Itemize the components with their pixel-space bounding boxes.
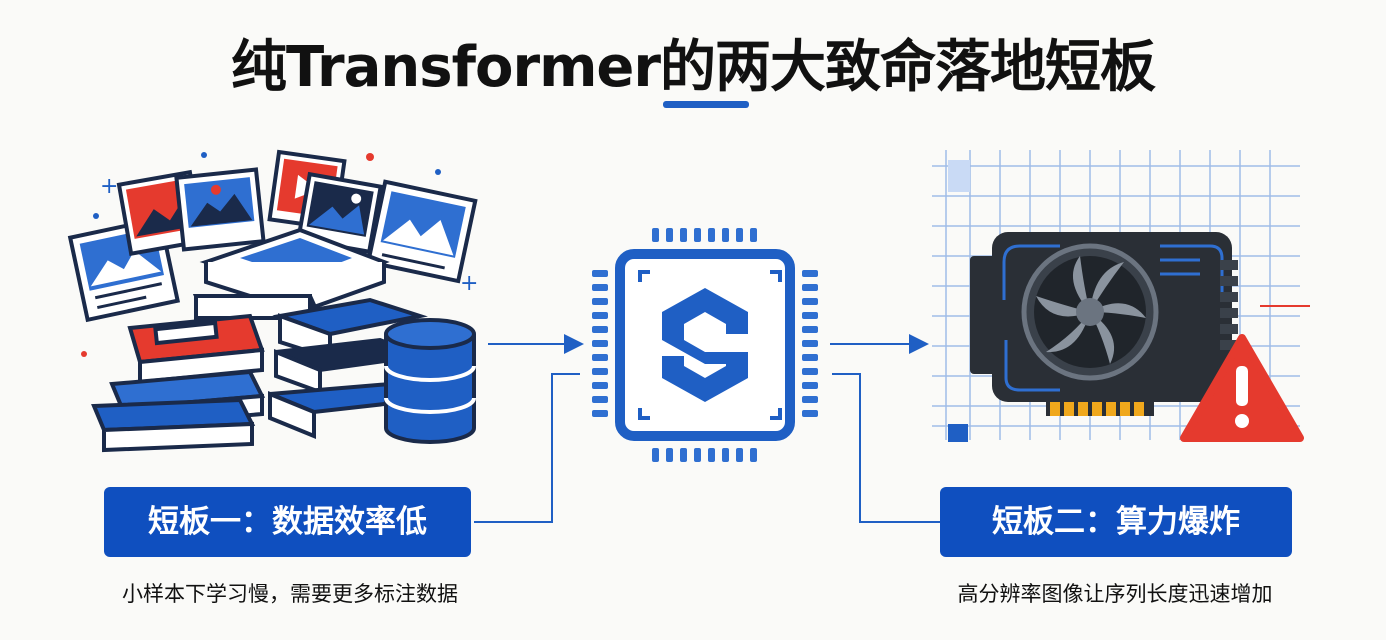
title-underline [663,101,749,108]
shortcoming-two-caption: 高分辨率图像让序列长度迅速增加 [957,582,1273,606]
gpu-warning-icon [932,150,1310,442]
books-images-database-icon: + + [67,149,478,453]
ai-chip-icon [592,228,818,462]
shortcoming-one-caption: 小样本下学习慢，需要更多标注数据 [122,582,458,606]
shortcoming-two-badge: 短板二：算力爆炸 [940,487,1292,557]
flow-connectors [474,334,940,523]
page-title: 纯Transformer的两大致命落地短板 [230,35,1156,100]
shortcoming-one-badge: 短板一：数据效率低 [104,487,471,557]
svg-text:+: + [460,271,478,296]
svg-text:+: + [100,174,118,199]
